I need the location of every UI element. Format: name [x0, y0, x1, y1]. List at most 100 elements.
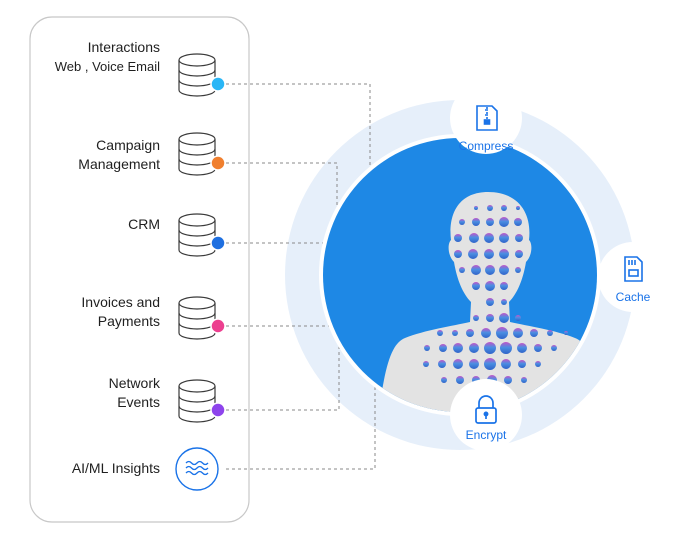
source-crm: CRM [128, 215, 160, 234]
source-network: Network Events [109, 374, 160, 412]
source-interactions: Interactions Web , Voice Email [55, 38, 160, 76]
halftone-dot [514, 218, 522, 226]
halftone-dot [484, 233, 494, 243]
halftone-dot [472, 282, 480, 290]
halftone-dot [547, 330, 553, 336]
source-aiml: AI/ML Insights [72, 459, 160, 478]
halftone-dot [453, 359, 463, 369]
halftone-dot [441, 377, 447, 383]
connector-invoices [226, 292, 452, 327]
waves-icon [175, 447, 219, 491]
halftone-dot [500, 342, 512, 354]
halftone-dot [487, 205, 493, 211]
halftone-dot [535, 361, 541, 367]
halftone-dot [484, 342, 496, 354]
connector-campaign [226, 162, 415, 234]
halftone-dot [486, 218, 494, 226]
invoices-dot [210, 318, 226, 334]
halftone-dot [516, 206, 520, 210]
halftone-dot [454, 250, 462, 258]
source-label-line2: Payments [97, 313, 160, 329]
sources-panel [29, 16, 250, 523]
source-label: CRM [128, 216, 160, 232]
halftone-dot [423, 361, 429, 367]
halftone-dot [459, 267, 465, 273]
database-icon [178, 53, 216, 97]
halftone-dot [521, 377, 527, 383]
lock-icon [475, 395, 497, 424]
halftone-dot [438, 360, 446, 368]
memory-card-icon [624, 256, 643, 282]
network-dot [210, 402, 226, 418]
halftone-dot [469, 233, 479, 243]
halftone-dot [499, 233, 509, 243]
customer-avatar [319, 134, 601, 416]
halftone-dot [439, 344, 447, 352]
halftone-dot [513, 328, 523, 338]
halftone-dot [474, 206, 478, 210]
service-compress-label: Compress [458, 139, 514, 153]
halftone-dot [499, 217, 509, 227]
connector-interactions [226, 83, 455, 196]
database-icon [178, 132, 216, 176]
database-icon [178, 213, 216, 257]
halftone-dot [501, 299, 507, 305]
source-label: Invoices and [81, 294, 160, 310]
connector-network [226, 346, 426, 411]
crm-dot [210, 235, 226, 251]
halftone-dot [453, 343, 463, 353]
halftone-dot [504, 376, 512, 384]
halftone-dot [515, 315, 521, 321]
source-label-line2: Management [78, 156, 160, 172]
zip-file-icon [476, 105, 498, 131]
service-cache-label: Cache [615, 290, 651, 304]
source-label: Network [108, 375, 160, 391]
halftone-dot [515, 234, 523, 242]
halftone-dot [551, 345, 557, 351]
database-icon [178, 379, 216, 423]
source-invoices: Invoices and Payments [81, 293, 160, 331]
halftone-dot [454, 234, 462, 242]
halftone-dot [499, 313, 509, 323]
compress-node [450, 82, 522, 154]
halftone-dot [481, 328, 491, 338]
halftone-dot [534, 344, 542, 352]
halftone-dot [517, 343, 527, 353]
encrypt-node [450, 379, 522, 451]
source-campaign: Campaign Management [78, 136, 160, 174]
campaign-dot [210, 155, 226, 171]
halftone-dot [501, 205, 507, 211]
halftone-dot [471, 265, 481, 275]
silhouette-dots [423, 205, 568, 385]
source-label: Interactions [87, 39, 160, 55]
halftone-dot [530, 329, 538, 337]
halftone-dot [472, 218, 480, 226]
source-label-line2: Events [117, 394, 160, 410]
halftone-dot [466, 329, 474, 337]
halftone-dot [469, 343, 479, 353]
halftone-dot [518, 360, 526, 368]
halftone-dot [473, 315, 479, 321]
database-icon [178, 296, 216, 340]
connector-aiml [226, 369, 464, 470]
halftone-dot [485, 265, 495, 275]
halftone-dot [469, 359, 479, 369]
halftone-dot [459, 219, 465, 225]
halftone-dot [424, 345, 430, 351]
source-sublabel: Web , Voice Email [54, 59, 160, 74]
interactions-dot [210, 76, 226, 92]
halftone-dot [484, 358, 496, 370]
halftone-dot [437, 330, 443, 336]
halftone-dot [456, 376, 464, 384]
halftone-dot [564, 331, 568, 335]
source-label: AI/ML Insights [71, 460, 160, 476]
halftone-dot [499, 265, 509, 275]
halftone-dot [496, 327, 508, 339]
halftone-dot [515, 250, 523, 258]
cache-node [598, 242, 668, 312]
halftone-dot [485, 281, 495, 291]
halftone-dot [500, 282, 508, 290]
halftone-dot [515, 267, 521, 273]
